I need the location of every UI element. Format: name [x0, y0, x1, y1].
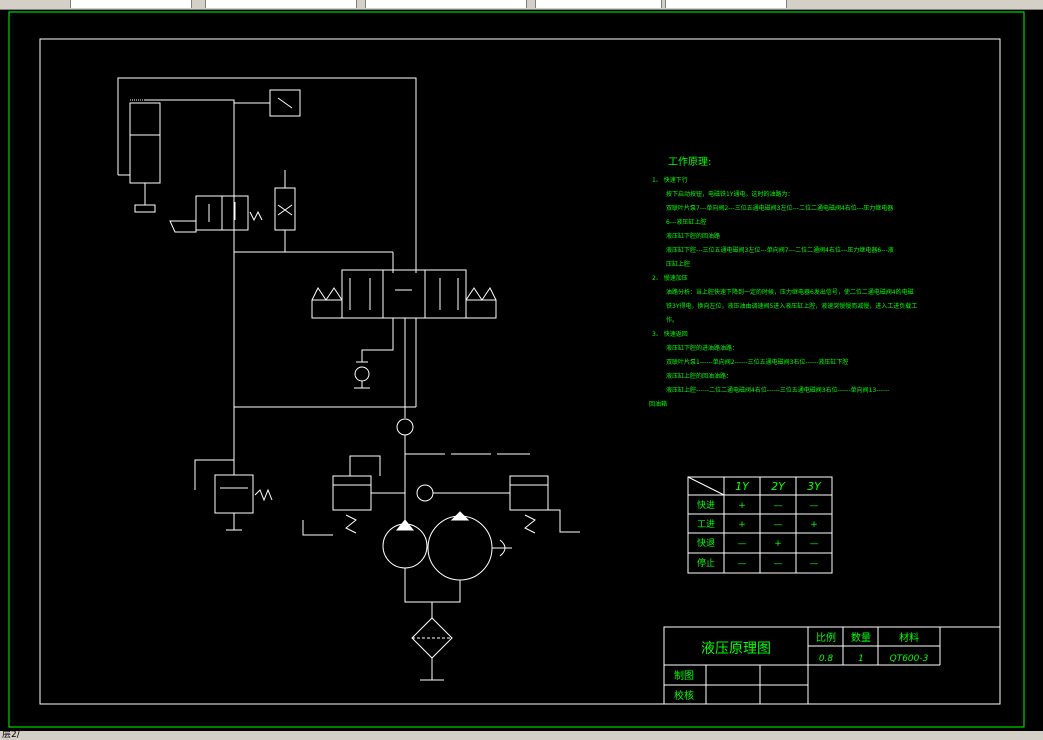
status-bar: 层2/ — [0, 731, 1043, 740]
table-row-label: 快进 — [697, 499, 715, 511]
title-scale-value: 0.8 — [819, 654, 834, 664]
five-way-valve — [341, 269, 467, 319]
principle-line: 2、 慢速加压 — [652, 274, 688, 282]
principle-line: 液压缸下腔的进油路油路： — [666, 344, 738, 352]
table-row-label: 停止 — [697, 557, 715, 569]
title-col-scale: 比例 — [816, 631, 836, 644]
relief-valve-left — [214, 474, 254, 514]
two-way-valve-right — [221, 195, 249, 231]
toolbar-combo-4[interactable] — [535, 0, 662, 8]
principle-line: 压缸上腔 — [666, 260, 690, 268]
drawing-border — [39, 38, 1001, 705]
toolbar-combo-3[interactable] — [365, 0, 527, 8]
principle-line: 按下启动按钮，电磁铁1Y通电，这时的油路为： — [666, 190, 793, 198]
principle-line: 液压缸下腔---三位五通电磁阀3左位---单向阀7---二位二通阀4右位---压… — [666, 246, 894, 254]
table-header-2y: 2Y — [771, 480, 786, 493]
principle-heading: 工作原理: — [668, 156, 711, 168]
title-col-material: 材料 — [899, 631, 919, 644]
pressure-valve-mid-left — [332, 475, 372, 511]
table-cell: — — [774, 501, 783, 511]
principle-line: 双联叶片泵7---单向阀2---三位五通电磁阀3左位---二位二通电磁阀4右位-… — [666, 204, 893, 212]
table-header-3y: 3Y — [807, 480, 822, 493]
table-cell: — — [774, 520, 783, 530]
table-cell: — — [810, 559, 819, 569]
principle-line: 油路分析：当上腔快速下降到一定的时候，压力继电器6发出信号，使二位二通电磁阀4的… — [666, 288, 914, 296]
toolbar-strip — [0, 0, 1043, 10]
pump-large — [427, 515, 493, 581]
drawing-title: 液压原理图 — [701, 641, 771, 657]
pump-small — [382, 523, 428, 569]
table-cell: — — [774, 559, 783, 569]
throttle-valve — [274, 187, 296, 231]
title-block — [663, 626, 1001, 705]
principle-line: 液压缸下腔的回油路 — [666, 232, 720, 240]
hydraulic-cylinder — [129, 102, 161, 184]
table-cell: + — [738, 520, 746, 530]
principle-line: 回油箱 — [649, 400, 667, 408]
principle-text: 1、 快速下行 按下启动按钮，电磁铁1Y通电，这时的油路为： 双联叶片泵7---… — [649, 176, 917, 408]
title-checked-by: 校核 — [674, 689, 694, 702]
table-cell: — — [810, 539, 819, 549]
toolbar-combo-1[interactable] — [70, 0, 192, 8]
viewport-frame — [8, 11, 1025, 728]
table-cell: + — [774, 539, 782, 549]
table-cell: + — [738, 501, 746, 511]
solenoid-coil — [169, 220, 197, 233]
toolbar-combo-2[interactable] — [205, 0, 357, 8]
title-qty-value: 1 — [858, 654, 864, 664]
principle-line: 6---液压缸上腔 — [666, 218, 706, 226]
principle-line: 1、 快速下行 — [652, 176, 688, 184]
table-row-label: 快退 — [697, 537, 715, 549]
title-material-value: QT600-3 — [890, 654, 929, 664]
check-valve — [354, 366, 370, 382]
cylinder-rod-end — [134, 204, 156, 213]
principle-line: 作。 — [666, 316, 678, 324]
title-col-qty: 数量 — [851, 631, 871, 644]
principle-line: 3、 快速返回 — [652, 330, 688, 338]
pressure-valve-right — [509, 475, 549, 511]
title-drawn-by: 制图 — [674, 669, 694, 682]
pressure-switch — [269, 89, 301, 117]
pump-check-valve — [416, 484, 434, 502]
principle-line: 液压缸上腔的回油油路： — [666, 372, 732, 380]
hydraulic-schematic — [117, 77, 580, 681]
principle-line: 双联叶片泵1------单向阀2------三位五通电磁阀3右位------液压… — [666, 358, 848, 366]
table-cell: — — [810, 501, 819, 511]
main-check-valve — [396, 418, 414, 436]
table-cell: — — [738, 539, 747, 549]
principle-line: 液压缸上腔------二位二通电磁阀4右位------三位五通电磁阀3右位---… — [666, 386, 889, 394]
table-cell: + — [810, 520, 818, 530]
table-header-1y: 1Y — [735, 480, 750, 493]
principle-line: 铁3Y得电，换向左位，液压油由调速阀5进入液压缸上腔，液速突慢慢而减慢，进入工进… — [666, 302, 917, 310]
table-row-label: 工进 — [697, 519, 715, 530]
solenoid-table: 1Y 2Y 3Y 快进 + — — 工进 + — + 快退 — + — 停止 —… — [687, 476, 833, 574]
toolbar-combo-5[interactable] — [665, 0, 787, 8]
table-cell: — — [738, 559, 747, 569]
